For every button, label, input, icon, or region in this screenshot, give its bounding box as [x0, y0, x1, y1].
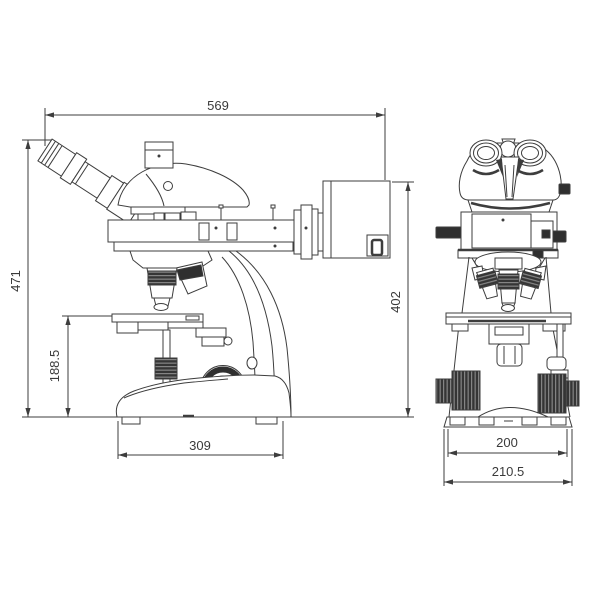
dim-label-402: 402 — [388, 291, 403, 313]
base-tab — [449, 416, 466, 426]
tension-knob — [246, 356, 258, 370]
focus-knob-right-front — [537, 373, 580, 414]
nosepiece-front — [471, 251, 547, 312]
stage-knob-upper — [154, 357, 178, 380]
eyepiece-right — [513, 139, 547, 176]
dim-label-200: 200 — [496, 435, 518, 450]
dim-label-309: 309 — [189, 438, 211, 453]
dim-label-569: 569 — [207, 98, 229, 113]
dim-label-471: 471 — [8, 270, 23, 292]
base-tab — [478, 416, 495, 426]
centering-knob-right — [552, 230, 567, 243]
focus-knob-left-front — [435, 370, 481, 411]
body-block — [435, 211, 567, 259]
front-view — [435, 138, 580, 428]
foot — [255, 416, 278, 425]
base-tab — [550, 416, 567, 426]
lamphouse — [322, 180, 391, 259]
stage-side — [111, 313, 204, 334]
dimension-base-width: 200 — [447, 429, 568, 457]
lamp-socket — [366, 234, 389, 257]
eyepiece-tube — [37, 138, 147, 225]
dimension-illuminator-height: 402 — [388, 181, 414, 417]
condenser-bracket — [195, 327, 233, 347]
base-tab — [521, 416, 538, 426]
head-screw — [163, 181, 173, 191]
objective-lens — [153, 303, 169, 311]
port-screw — [157, 154, 161, 158]
eyepiece-left — [469, 139, 503, 176]
trinocular-head — [117, 162, 250, 208]
centering-knob-left — [435, 226, 462, 239]
base-side — [115, 374, 292, 425]
nosepiece — [129, 250, 213, 311]
dim-label-188-5: 188.5 — [47, 350, 62, 383]
objective-center — [497, 269, 520, 312]
objective-right — [519, 267, 543, 300]
filter-slot — [226, 222, 238, 241]
dimension-base-overall-width: 210.5 — [443, 429, 573, 486]
hinge-knob — [499, 140, 517, 158]
dimension-overall-height: 471 — [8, 139, 52, 417]
filter-slot — [198, 222, 210, 241]
trinocular-port — [144, 141, 174, 169]
objective-left — [475, 267, 499, 300]
lamphouse-collar — [293, 204, 324, 260]
dimension-base-depth: 309 — [117, 421, 284, 459]
head-centre-column — [496, 156, 524, 200]
dimension-stage-height: 188.5 — [47, 315, 112, 417]
neck-band — [467, 199, 554, 213]
foot — [121, 416, 141, 425]
base-front — [443, 416, 573, 428]
condenser-front — [488, 323, 530, 367]
head-clamp-knob — [558, 183, 571, 195]
side-view — [37, 138, 391, 425]
dimension-overall-depth: 569 — [44, 98, 386, 180]
dim-label-210-5: 210.5 — [492, 464, 525, 479]
